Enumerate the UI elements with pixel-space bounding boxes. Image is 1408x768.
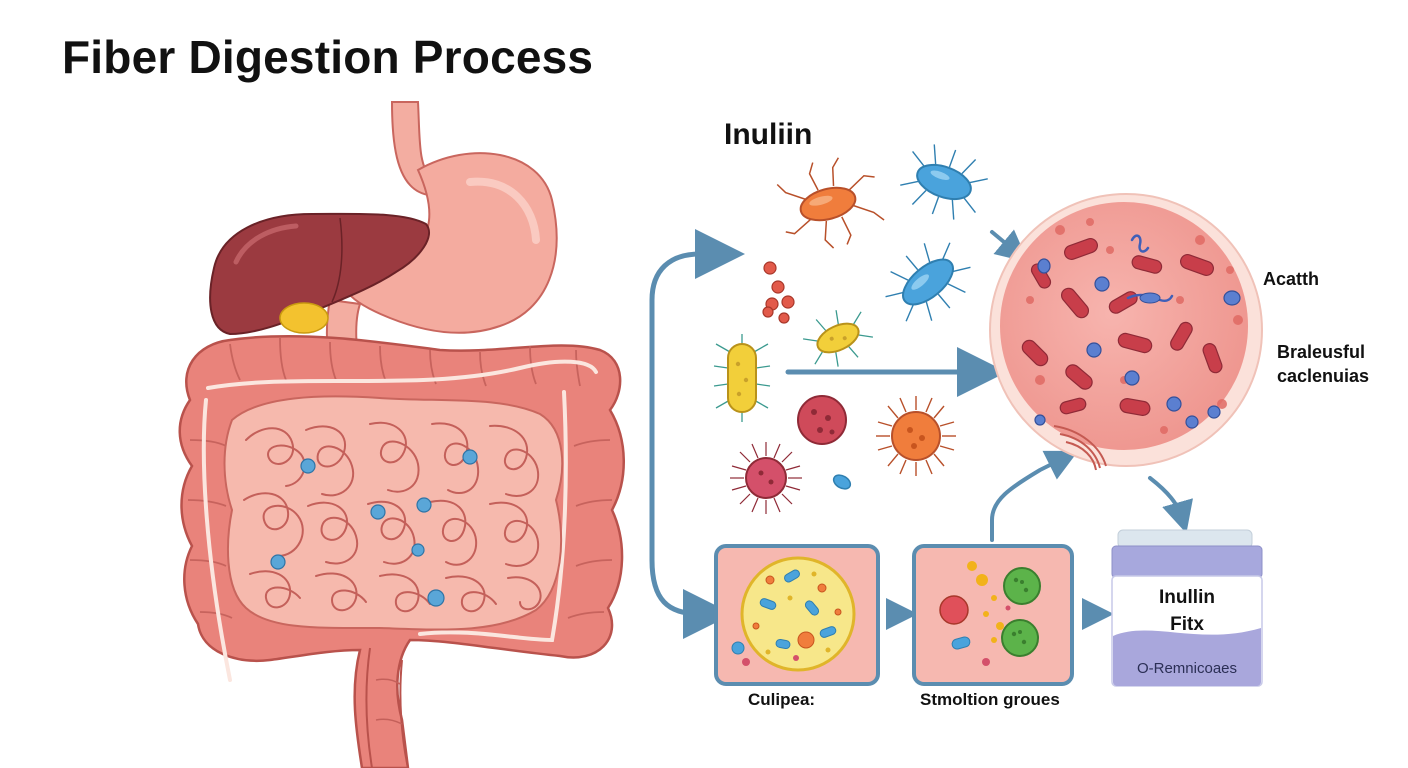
flow-arrows: [649, 229, 1193, 639]
jar-label-line1: Inullin: [1159, 587, 1215, 608]
caption-middle: Stmoltion groues: [920, 690, 1060, 709]
process-box-1: [714, 544, 880, 686]
page-title: Fiber Digestion Process: [62, 31, 594, 83]
bacterium-yellow-tall: [713, 334, 771, 422]
bacterium-blue-mid: [885, 242, 971, 322]
digestive-system: [178, 101, 625, 768]
bacterium-blue-top: [900, 144, 988, 220]
bacterium-orange: [776, 157, 885, 249]
cocci-red: [762, 261, 795, 324]
beneficial-label-line1: Braleusful: [1277, 342, 1366, 362]
arrow-box2-up: [990, 450, 1079, 542]
arrow-loop-down: [649, 417, 733, 639]
small-intestine: [223, 395, 564, 631]
jar-label-line3: O-Remnicoaes: [1136, 660, 1238, 677]
arrow-loop-up: [649, 229, 745, 423]
inulin-label: Inuliin: [724, 118, 813, 151]
arrow-to-jar: [1148, 476, 1193, 534]
liver: [209, 212, 431, 336]
cell-red-round: [797, 395, 847, 445]
jar-label-line2: Fitx: [1170, 614, 1204, 635]
box2-contents: [939, 561, 1041, 666]
bacterium-magenta-spiky: [730, 442, 802, 514]
bacterium-blue-small: [832, 474, 852, 490]
gallbladder: [279, 302, 329, 334]
beneficial-bacteria-label: Braleusful caclenuias: [1277, 340, 1369, 388]
bacterium-yellow-small: [802, 310, 874, 367]
inulin-jar: [1111, 529, 1263, 687]
caption-left: Culipea:: [748, 690, 816, 709]
bacteria-cluster: [713, 144, 988, 514]
acatth-label: Acatth: [1263, 269, 1320, 289]
process-box-2: [912, 544, 1074, 686]
box1-contents: [731, 569, 842, 666]
villi-fold: [1053, 425, 1107, 471]
microbiome-circle: [989, 193, 1263, 471]
arrow-diagonal-top: [990, 229, 1029, 263]
microbiome-contents: [1021, 218, 1243, 434]
beneficial-label-line2: caclenuias: [1277, 366, 1370, 386]
bacterium-orange-spiky: [876, 396, 956, 476]
